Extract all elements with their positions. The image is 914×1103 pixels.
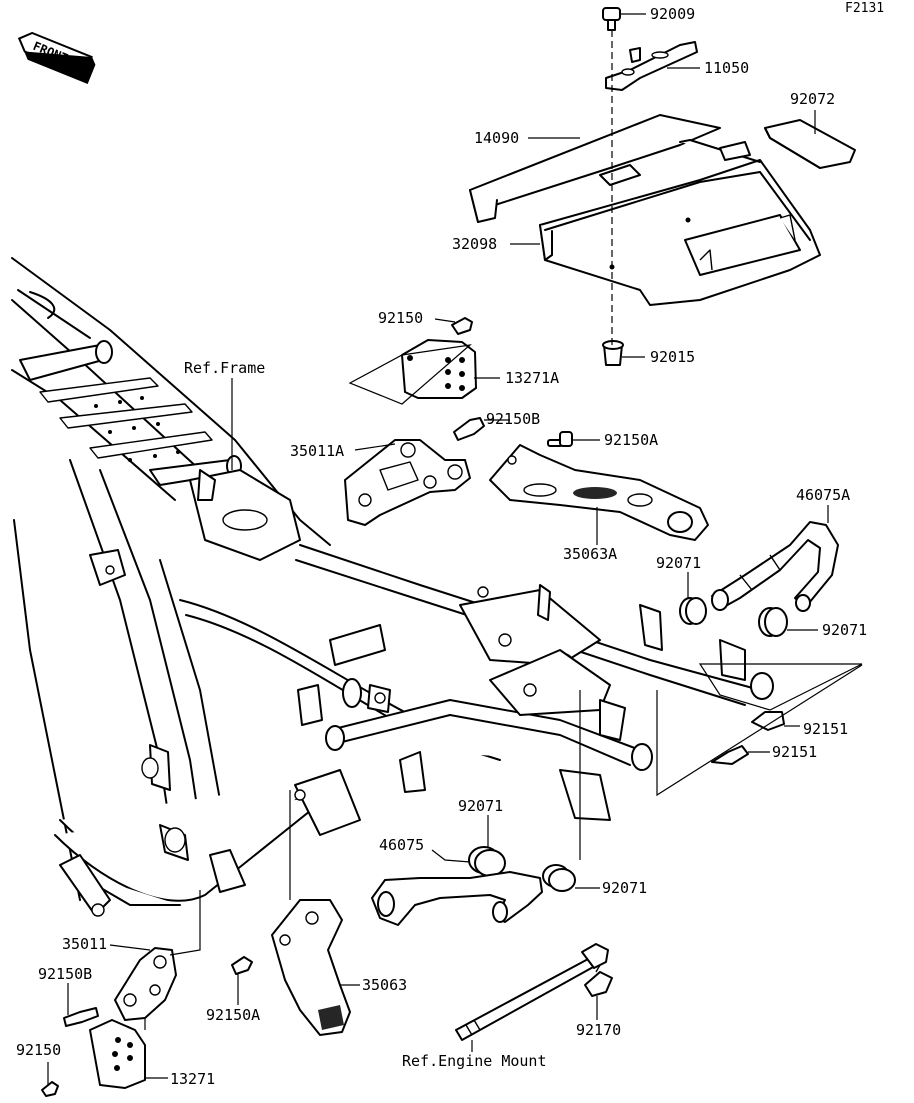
label-92150B-top: 92150B (486, 410, 540, 428)
front-direction-arrow: FRONT (17, 31, 96, 84)
rubber-92071-d (542, 864, 576, 892)
label-92015: 92015 (650, 348, 695, 366)
bracket-35011A (344, 439, 471, 526)
label-92009: 92009 (650, 5, 695, 23)
label-92150A-top: 92150A (604, 431, 658, 449)
label-92151-b: 92151 (772, 743, 817, 761)
frame-assembly (11, 257, 774, 917)
label-ref-engine-mount: Ref.Engine Mount (402, 1052, 547, 1070)
label-92151-a: 92151 (803, 720, 848, 738)
label-92170: 92170 (576, 1021, 621, 1039)
label-92150-bottom: 92150 (16, 1041, 61, 1059)
label-ref-frame: Ref.Frame (184, 359, 265, 377)
engine-mount-bolt-92170 (455, 943, 613, 1041)
plate-13271A (401, 339, 477, 399)
label-46075: 46075 (379, 836, 424, 854)
bolt-92151-b (711, 745, 749, 765)
label-46075A: 46075A (796, 486, 850, 504)
label-13271A: 13271A (505, 369, 559, 387)
bolt-92151-a (751, 711, 785, 731)
footpeg-bar-46075A (711, 521, 839, 612)
case-32098 (539, 139, 821, 306)
label-13271: 13271 (170, 1070, 215, 1088)
label-35063A: 35063A (563, 545, 617, 563)
rubber-92071-c (468, 846, 506, 877)
figure-code: F2131 (845, 1, 884, 16)
bolt-92150-top (451, 317, 473, 335)
plate-13271 (89, 1019, 146, 1089)
cover-14090 (469, 114, 721, 223)
label-92072: 92072 (790, 90, 835, 108)
bolt-92150A-top (547, 431, 573, 447)
strap-92072 (764, 119, 856, 169)
bracket-35011 (114, 947, 177, 1021)
label-92150A-bottom: 92150A (206, 1006, 260, 1024)
label-35011: 35011 (62, 935, 107, 953)
bolt-92150B-bottom (63, 1007, 99, 1027)
label-92150-top: 92150 (378, 309, 423, 327)
bracket-11050 (605, 41, 698, 91)
label-92071-c: 92071 (458, 797, 503, 815)
bracket-35063A (489, 444, 709, 541)
bracket-35063 (271, 899, 351, 1036)
label-14090: 14090 (474, 129, 519, 147)
label-32098: 32098 (452, 235, 497, 253)
label-92150B-bottom: 92150B (38, 965, 92, 983)
label-92071-a: 92071 (656, 554, 701, 572)
footpeg-bar-46075 (371, 871, 543, 926)
label-35063: 35063 (362, 976, 407, 994)
grommet-92015 (602, 340, 624, 366)
bolt-92150B-top (453, 417, 485, 441)
label-35011A: 35011A (290, 442, 344, 460)
bolt-92150A-bottom (231, 956, 253, 975)
callout-labels: 92009 11050 92072 14090 32098 92150 9201… (16, 5, 867, 1088)
label-92071-b: 92071 (822, 621, 867, 639)
bolt-92009 (602, 7, 621, 31)
bolt-92150-bottom (41, 1081, 59, 1097)
rubber-92071-a (679, 597, 707, 625)
leader-lines (47, 13, 863, 1085)
label-11050: 11050 (704, 59, 749, 77)
rubber-92071-b (758, 607, 788, 637)
label-92071-d: 92071 (602, 879, 647, 897)
